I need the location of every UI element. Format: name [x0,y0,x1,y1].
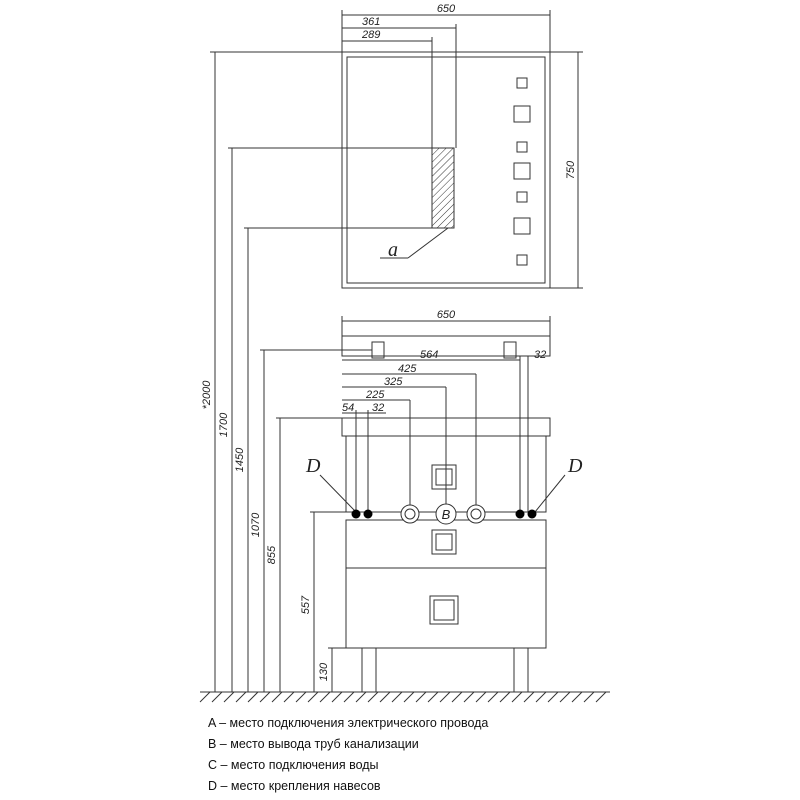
mirror-square [516,141,528,153]
cabinet-square-inner [435,468,453,486]
leg-left [361,647,377,693]
dim-mirror-289: 289 [361,29,380,41]
dim-225: 225 [365,389,385,401]
mirror-square [516,254,528,266]
dim-32-left: 32 [372,402,384,414]
marker-d-left: D [305,455,321,477]
cabinet-square [431,464,457,490]
dim-557: 557 [300,595,312,614]
connection-points [351,503,537,525]
floor-hatch [199,691,607,703]
mirror-square [513,217,531,235]
mirror-inner [346,56,546,284]
dim-1700: 1700 [218,412,230,437]
legend-item-b: B – место вывода труб канализации [208,737,419,751]
dim-54: 54 [342,402,354,414]
dim-mirror-height: 750 [565,160,577,179]
mirror-square [516,191,528,203]
marker-d-right: D [567,455,583,477]
drawer-upper [345,519,547,569]
drawer-square-inner [433,599,455,621]
dim-1070: 1070 [250,512,262,537]
water-point-c-inner [470,508,482,520]
dim-32-right: 32 [534,349,546,361]
dim-425: 425 [398,363,417,375]
mount-point-d [515,509,525,519]
mirror-outer [341,51,551,289]
water-point-c [400,504,420,524]
mount-point-d [363,509,373,519]
legend-item-d: D – место крепления навесов [208,779,381,793]
bracket-right [503,341,517,359]
dim-2000: *2000 [201,380,213,410]
water-point-c-inner [404,508,416,520]
mount-point-d [351,509,361,519]
leg-right [513,647,529,693]
dim-564: 564 [420,349,438,361]
dim-325: 325 [384,376,403,388]
dim-855: 855 [266,545,278,564]
countertop-back [341,335,551,357]
drawer-square [431,529,457,555]
drawer-square-inner [435,533,453,551]
dim-130: 130 [318,662,330,681]
dim-mirror-361: 361 [362,16,380,28]
drain-point-b [435,503,457,525]
bracket-left [371,341,385,359]
electric-box-a [431,147,455,229]
dim-cabinet-width: 650 [437,309,456,321]
mount-point-d [527,509,537,519]
legend-item-c: C – место подключения воды [208,758,379,772]
marker-a: a [388,239,398,261]
marker-b: B [442,507,451,522]
dim-mirror-width: 650 [437,3,456,15]
mirror-square [513,105,531,123]
mirror-square [516,77,528,89]
legend-item-a: A – место подключения электрического про… [208,716,489,730]
drawer-lower [345,567,547,649]
dim-1450: 1450 [234,447,246,472]
water-point-c [466,504,486,524]
mirror-square [513,162,531,180]
drawer-square [429,595,459,625]
